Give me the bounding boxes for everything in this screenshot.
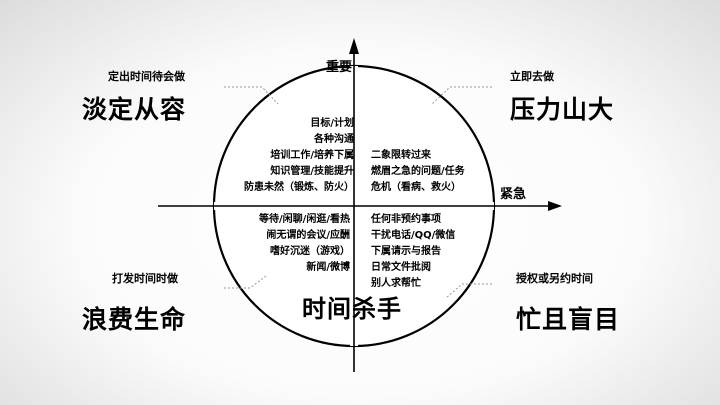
list-item: 二象限转过来 (371, 150, 431, 161)
list-item: 干扰电话/QQ/微信 (371, 230, 456, 241)
connector-top-right (431, 86, 492, 105)
bottom-right-subtitle: 授权或另约时间 (516, 272, 593, 285)
list-item: 嗜好沉迷（游戏） (270, 246, 350, 257)
horizontal-axis-arrow (548, 201, 562, 211)
time-killer-label: 时间杀手 (302, 295, 402, 323)
list-item: 各种沟通 (314, 134, 354, 145)
axis-label-urgent: 紧急 (500, 187, 527, 202)
connector-bottom-left (224, 275, 267, 289)
top-left-title: 淡定从容 (82, 95, 187, 124)
list-item: 下属请示与报告 (371, 246, 441, 257)
list-item: 任何非预约事项 (371, 214, 441, 225)
bottom-right-list: 任何非预约事项 干扰电话/QQ/微信 下属请示与报告 日常文件批阅 别人求帮忙 (371, 212, 455, 292)
list-item: 知识管理/技能提升 (270, 166, 354, 177)
connector-top-left (224, 86, 279, 105)
list-item: 培训工作/培养下属 (270, 150, 354, 161)
bottom-left-list: 等待/闲聊/闲逛/看热 闹无谓的会议/应酬 嗜好沉迷（游戏） 新闻/微博 (259, 212, 350, 276)
axis-label-important: 重要 (326, 60, 353, 75)
list-item: 等待/闲聊/闲逛/看热 (259, 214, 350, 225)
list-item: 闹无谓的会议/应酬 (266, 230, 350, 241)
top-right-subtitle: 立即去做 (510, 70, 554, 83)
bottom-left-subtitle: 打发时间时做 (112, 272, 178, 285)
list-item: 目标/计划 (310, 118, 354, 129)
list-item: 燃眉之急的问题/任务 (371, 166, 465, 177)
list-item: 日常文件批阅 (371, 262, 431, 273)
list-item: 别人求帮忙 (371, 278, 421, 289)
list-item: 新闻/微博 (306, 262, 350, 273)
top-left-subtitle: 定出时间待会做 (108, 70, 185, 83)
bottom-right-title: 忙且盲目 (516, 305, 621, 334)
bottom-left-title: 浪费生命 (82, 305, 187, 334)
top-left-list: 目标/计划 各种沟通 培训工作/培养下属 知识管理/技能提升 防患未然（锻炼、防… (244, 116, 354, 196)
list-item: 危机（看病、救火） (371, 182, 461, 193)
top-right-list: 二象限转过来 燃眉之急的问题/任务 危机（看病、救火） (371, 148, 465, 196)
connector-bottom-right (445, 283, 492, 299)
list-item: 防患未然（锻炼、防火） (244, 182, 354, 193)
vertical-axis-arrow (349, 38, 359, 54)
top-right-title: 压力山大 (510, 95, 615, 124)
